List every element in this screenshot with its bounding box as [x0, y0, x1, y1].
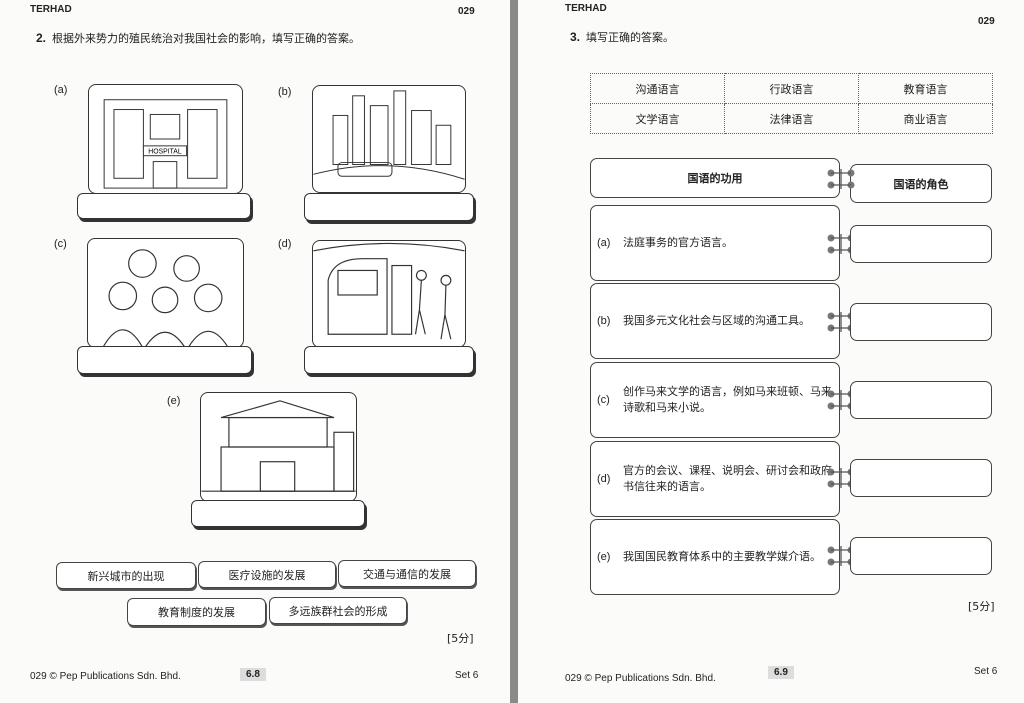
option-transport-communication[interactable]: 交通与通信的发展 [338, 560, 476, 587]
footer-publisher: 029 © Pep Publications Sdn. Bhd. [565, 673, 716, 684]
word-education: 教育语言 [858, 73, 993, 104]
header-role: 国语的角色 [850, 164, 992, 203]
question-text: 根据外来势力的殖民统治对我国社会的影响，填写正确的答案。 [52, 32, 361, 45]
word-bank: 沟通语言行政语言教育语言 文学语言法律语言商业语言 [590, 73, 993, 134]
picture-label-b: (b) [278, 86, 292, 98]
answer-box-d[interactable] [304, 346, 474, 374]
hospital-sign: HOSPITAL [148, 149, 182, 156]
word-administration: 行政语言 [724, 73, 859, 104]
question-2: 2. 根据外来势力的殖民统治对我国社会的影响，填写正确的答案。 [36, 30, 360, 46]
page-number: 6.8 [240, 668, 266, 681]
footer-publisher: 029 © Pep Publications Sdn. Bhd. [30, 671, 181, 682]
question-number: 3. [570, 30, 581, 44]
function-row-a: (a) 法庭事务的官方语言。 [590, 205, 840, 281]
row-text: 我国多元文化社会与区域的沟通工具。 [623, 314, 810, 327]
row-text: 官方的会议、课程、说明会、研讨会和政府书信往来的语言。 [623, 464, 832, 493]
connector-icon [827, 169, 855, 189]
train-picture [312, 240, 466, 348]
option-medical-facilities[interactable]: 医疗设施的发展 [198, 561, 336, 588]
role-answer-box-b[interactable] [850, 303, 992, 341]
picture-label-c: (c) [54, 238, 67, 250]
answer-box-e[interactable] [191, 500, 365, 527]
word-commerce: 商业语言 [858, 103, 993, 134]
restricted-header: TERHAD [30, 4, 72, 15]
restricted-header: TERHAD [565, 3, 607, 14]
role-answer-box-c[interactable] [850, 381, 992, 419]
question-3: 3. 填写正确的答案。 [570, 29, 674, 45]
function-row-b: (b) 我国多元文化社会与区域的沟通工具。 [590, 283, 840, 359]
question-number: 2. [36, 31, 47, 45]
hospital-picture: HOSPITAL [88, 84, 243, 194]
role-answer-box-d[interactable] [850, 459, 992, 497]
row-label: (a) [597, 237, 611, 249]
school-picture [200, 392, 357, 502]
marks: [5分] [968, 600, 995, 613]
word-law: 法律语言 [724, 103, 859, 134]
question-text: 填写正确的答案。 [586, 31, 675, 44]
paper-code: 029 [978, 16, 995, 27]
row-label: (c) [597, 394, 610, 406]
function-row-c: (c) 创作马来文学的语言，例如马来班顿、马来诗歌和马来小说。 [590, 362, 840, 438]
answer-box-a[interactable] [77, 193, 251, 219]
page-number: 6.9 [768, 666, 794, 679]
left-page: TERHAD 029 2. 根据外来势力的殖民统治对我国社会的影响，填写正确的答案… [0, 0, 510, 703]
marks: [5分] [447, 632, 474, 645]
row-label: (e) [597, 551, 611, 563]
row-text: 法庭事务的官方语言。 [623, 236, 733, 249]
footer-set: Set 6 [974, 666, 998, 677]
option-new-towns[interactable]: 新兴城市的出现 [56, 562, 196, 589]
city-picture [312, 85, 466, 193]
role-answer-box-e[interactable] [850, 537, 992, 575]
children-picture [87, 238, 244, 348]
row-label: (d) [597, 473, 611, 485]
function-row-e: (e) 我国国民教育体系中的主要教学媒介语。 [590, 519, 840, 595]
row-text: 创作马来文学的语言，例如马来班顿、马来诗歌和马来小说。 [623, 385, 832, 414]
picture-label-d: (d) [278, 238, 292, 250]
answer-box-b[interactable] [304, 193, 474, 221]
answer-box-c[interactable] [77, 346, 252, 374]
word-communication: 沟通语言 [590, 73, 725, 104]
row-text: 我国国民教育体系中的主要教学媒介语。 [623, 550, 821, 563]
word-literature: 文学语言 [590, 103, 725, 134]
function-row-d: (d) 官方的会议、课程、说明会、研讨会和政府书信往来的语言。 [590, 441, 840, 517]
role-answer-box-a[interactable] [850, 225, 992, 263]
picture-label-a: (a) [54, 84, 68, 96]
paper-code: 029 [458, 6, 475, 17]
right-page: TERHAD 029 3.填写正确的答案。 沟通语言行政语言教育语言 文学语言法… [518, 0, 1024, 703]
picture-label-e: (e) [167, 395, 181, 407]
row-label: (b) [597, 315, 611, 327]
footer-set: Set 6 [455, 670, 479, 681]
option-multiracial-society[interactable]: 多远族群社会的形成 [269, 597, 407, 624]
header-function: 国语的功用 [590, 158, 840, 198]
option-education-system[interactable]: 教育制度的发展 [127, 598, 266, 626]
